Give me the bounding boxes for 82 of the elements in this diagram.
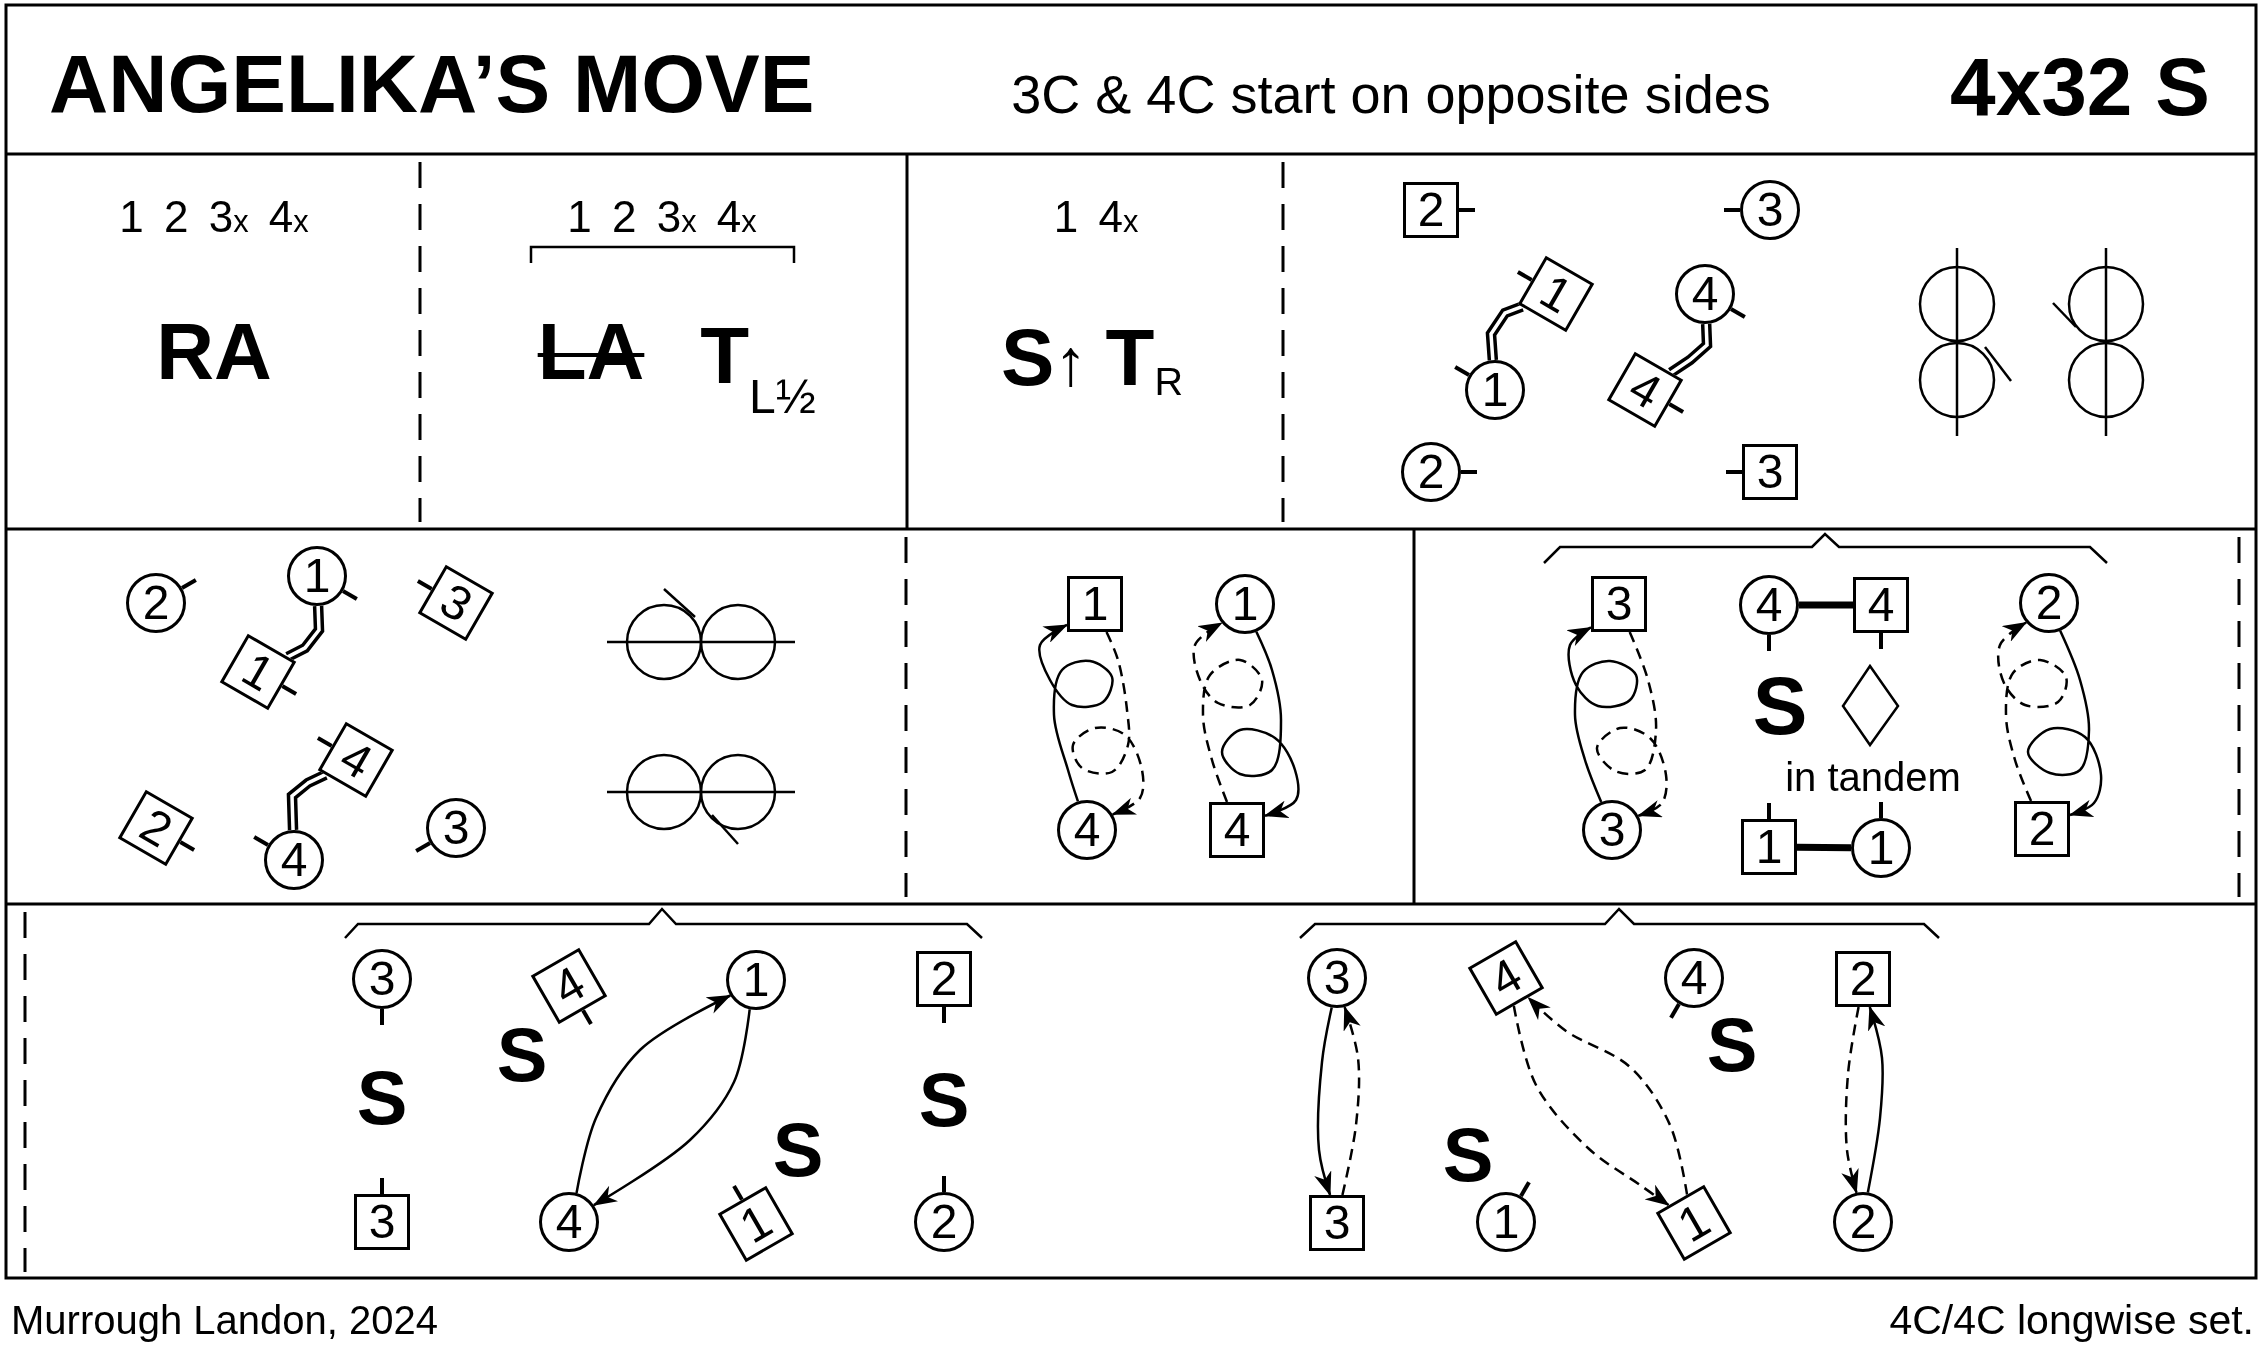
dancer-circle: 1 xyxy=(1215,574,1275,634)
dancer-circle: 3 xyxy=(1582,800,1642,860)
dancer-circle: 4 xyxy=(264,830,324,890)
dancer-circle: 1 xyxy=(287,546,347,606)
dancer-circle: 3 xyxy=(352,949,412,1009)
arrow xyxy=(1220,631,1300,818)
step-label: S xyxy=(772,1119,824,1181)
dancer-circle: 1 xyxy=(1851,818,1911,878)
dancer-square: 4 xyxy=(1606,351,1684,429)
arrow xyxy=(1038,623,1114,802)
dancer-circle: 2 xyxy=(126,573,186,633)
dancer-circle: 1 xyxy=(1476,1192,1536,1252)
dancer-circle: 1 xyxy=(1465,360,1525,420)
step-label: S xyxy=(496,1024,548,1086)
dancer-square: 4 xyxy=(1853,577,1909,633)
dancer-square: 2 xyxy=(1835,951,1891,1007)
dancer-circle: 2 xyxy=(1833,1192,1893,1252)
dancer-square: 3 xyxy=(354,1194,410,1250)
dancer-circle: 4 xyxy=(1057,800,1117,860)
arrow xyxy=(1341,1006,1361,1196)
arrow xyxy=(1071,631,1145,816)
note-text: in tandem xyxy=(1785,757,1961,797)
dancer-circle: 4 xyxy=(1675,264,1735,324)
figure-name: T$_{L½}$ xyxy=(700,315,816,421)
dancer-square: 3 xyxy=(1591,576,1647,632)
figure-name: LA xyxy=(537,312,645,392)
arrow xyxy=(1996,621,2068,802)
dance-format-text: 4x32 S xyxy=(1950,46,2210,128)
arrow xyxy=(2026,630,2103,817)
arrow xyxy=(1512,1005,1670,1207)
dancer-circle: 3 xyxy=(1307,948,1367,1008)
set-format-text: 4C/4C longwise set. xyxy=(1889,1299,2254,1341)
dancer-square: 2 xyxy=(916,951,972,1007)
dancer-square: 1 xyxy=(1741,819,1797,875)
dancer-circle: 4 xyxy=(1739,575,1799,635)
double-line-connector xyxy=(286,769,329,832)
dancer-circle: 4 xyxy=(539,1192,599,1252)
dancer-circle: 2 xyxy=(2019,573,2079,633)
arrow xyxy=(1595,631,1668,818)
dancer-square: 1 xyxy=(1655,1184,1733,1262)
dancer-square: 3 xyxy=(1309,1195,1365,1251)
arrow xyxy=(575,994,732,1194)
double-line-connector xyxy=(284,604,325,662)
arrow xyxy=(592,1009,751,1207)
dancer-square: 4 xyxy=(1209,802,1265,858)
double-line-connector xyxy=(1667,322,1713,378)
title: ANGELIKA’S MOVE xyxy=(49,43,815,125)
dancer-square: 4 xyxy=(530,947,608,1025)
figure-name: RA xyxy=(156,312,272,392)
dancer-square: 1 xyxy=(1517,255,1595,333)
step-label: S xyxy=(1706,1014,1758,1076)
dancer-square: 4 xyxy=(1467,939,1545,1017)
dancer-square: 1 xyxy=(717,1185,795,1263)
dancer-square: 1 xyxy=(219,633,297,711)
dancer-square: 1 xyxy=(1067,576,1123,632)
step-label: S xyxy=(918,1069,970,1131)
step-label: S xyxy=(1442,1124,1494,1186)
dancer-circle: 2 xyxy=(1401,442,1461,502)
dancer-square: 2 xyxy=(117,789,195,867)
connector-line xyxy=(1796,843,1852,852)
credit-text: Murrough Landon, 2024 xyxy=(11,1300,438,1340)
connector-line xyxy=(1799,601,1853,609)
dancer-square: 3 xyxy=(1742,444,1798,500)
double-line-connector xyxy=(1485,301,1525,363)
figure-name: S↑ T$_{R}$ xyxy=(1000,318,1184,402)
dancer-circle: 3 xyxy=(1740,180,1800,240)
step-label: S xyxy=(1752,673,1808,739)
dancer-square: 2 xyxy=(2014,801,2070,857)
arrow xyxy=(1841,1006,1860,1194)
arrow xyxy=(1192,621,1264,803)
dancer-square: 4 xyxy=(317,721,395,799)
arrow xyxy=(1566,626,1639,803)
dancer-circle: 3 xyxy=(426,798,486,858)
dancer-square: 2 xyxy=(1403,182,1459,238)
dancer-circle: 4 xyxy=(1664,948,1724,1008)
step-label: S xyxy=(356,1067,408,1129)
arrow xyxy=(1527,996,1689,1195)
arrow xyxy=(1314,1007,1333,1196)
dancer-circle: 2 xyxy=(914,1192,974,1252)
arrow xyxy=(1866,1006,1886,1193)
dancer-circle: 1 xyxy=(726,950,786,1010)
dancer-square: 3 xyxy=(417,564,495,642)
